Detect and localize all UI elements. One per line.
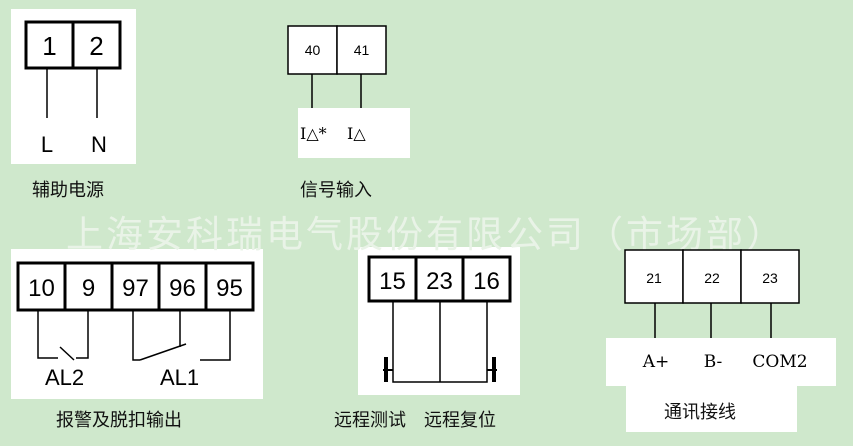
alarm-trip-block: 10 9 97 96 95 AL2 AL1 — [16, 261, 255, 390]
remote-block: 15 23 16 — [367, 255, 512, 383]
terminal-number: 1 — [42, 31, 56, 61]
comm-label-com2: COM2 — [752, 352, 807, 372]
al2-switch-blade — [59, 346, 75, 361]
caption-aux-power: 辅助电源 — [32, 180, 104, 201]
terminal-23-box — [740, 249, 800, 304]
terminal-number: 41 — [354, 42, 370, 58]
label-al1: AL1 — [160, 365, 199, 390]
terminal-number: 16 — [473, 268, 500, 295]
comm-label-a-plus: A+ — [642, 352, 670, 372]
caption-comm: 通讯接线 — [664, 402, 736, 423]
comm-panel — [606, 338, 836, 386]
al1-wire-left — [132, 310, 140, 361]
input-label-i-delta-star: I△* — [300, 124, 327, 143]
al2-wire-right — [76, 310, 89, 359]
comm-caption-panel — [626, 386, 797, 432]
wire-label-l: L — [41, 132, 53, 157]
remote-wire-left — [392, 301, 440, 383]
signal-input-block: 40 41 I△* I△ — [287, 25, 387, 143]
watermark: 上海安科瑞电气股份有限公司（市场部） — [66, 213, 786, 256]
signal-label-panel — [298, 108, 410, 158]
terminal-22-box — [682, 249, 742, 304]
terminal-number: 9 — [82, 275, 95, 302]
push-button-icon — [487, 357, 497, 382]
input-label-i-delta: I△ — [347, 124, 366, 143]
terminal-number: 95 — [216, 275, 243, 302]
remote-wire-right — [440, 301, 488, 383]
terminal-96-box — [157, 261, 208, 312]
push-button-icon — [383, 357, 393, 382]
caption-signal-input: 信号输入 — [300, 180, 372, 201]
terminal-21-box — [624, 249, 684, 304]
terminal-40-box — [287, 25, 338, 75]
terminal-number: 2 — [89, 31, 103, 61]
aux-power-block: 1 2 L N — [24, 20, 122, 157]
caption-remote: 远程测试 远程复位 — [334, 410, 496, 431]
comm-label-b-minus: B- — [704, 352, 723, 372]
terminal-number: 40 — [305, 42, 321, 58]
label-al2: AL2 — [45, 365, 84, 390]
terminal-number: 23 — [762, 270, 778, 286]
comm-block: 21 22 23 A+ B- COM2 — [624, 249, 808, 372]
terminal-number: 96 — [169, 275, 196, 302]
terminal-number: 10 — [28, 275, 55, 302]
al1-switch-blade — [139, 343, 187, 361]
terminal-number: 97 — [122, 275, 149, 302]
wire-label-n: N — [91, 132, 107, 157]
al1-wire-right — [200, 310, 231, 361]
terminal-number: 21 — [646, 270, 662, 286]
terminal-23-box — [414, 255, 465, 303]
caption-alarm-trip: 报警及脱扣输出 — [56, 410, 182, 431]
terminal-number: 22 — [704, 270, 720, 286]
terminal-number: 15 — [379, 268, 406, 295]
terminal-9-box — [63, 261, 114, 312]
terminal-97-box — [110, 261, 161, 312]
terminal-41-box — [336, 25, 387, 75]
terminal-number: 23 — [426, 268, 453, 295]
al2-wire-left — [37, 310, 58, 359]
